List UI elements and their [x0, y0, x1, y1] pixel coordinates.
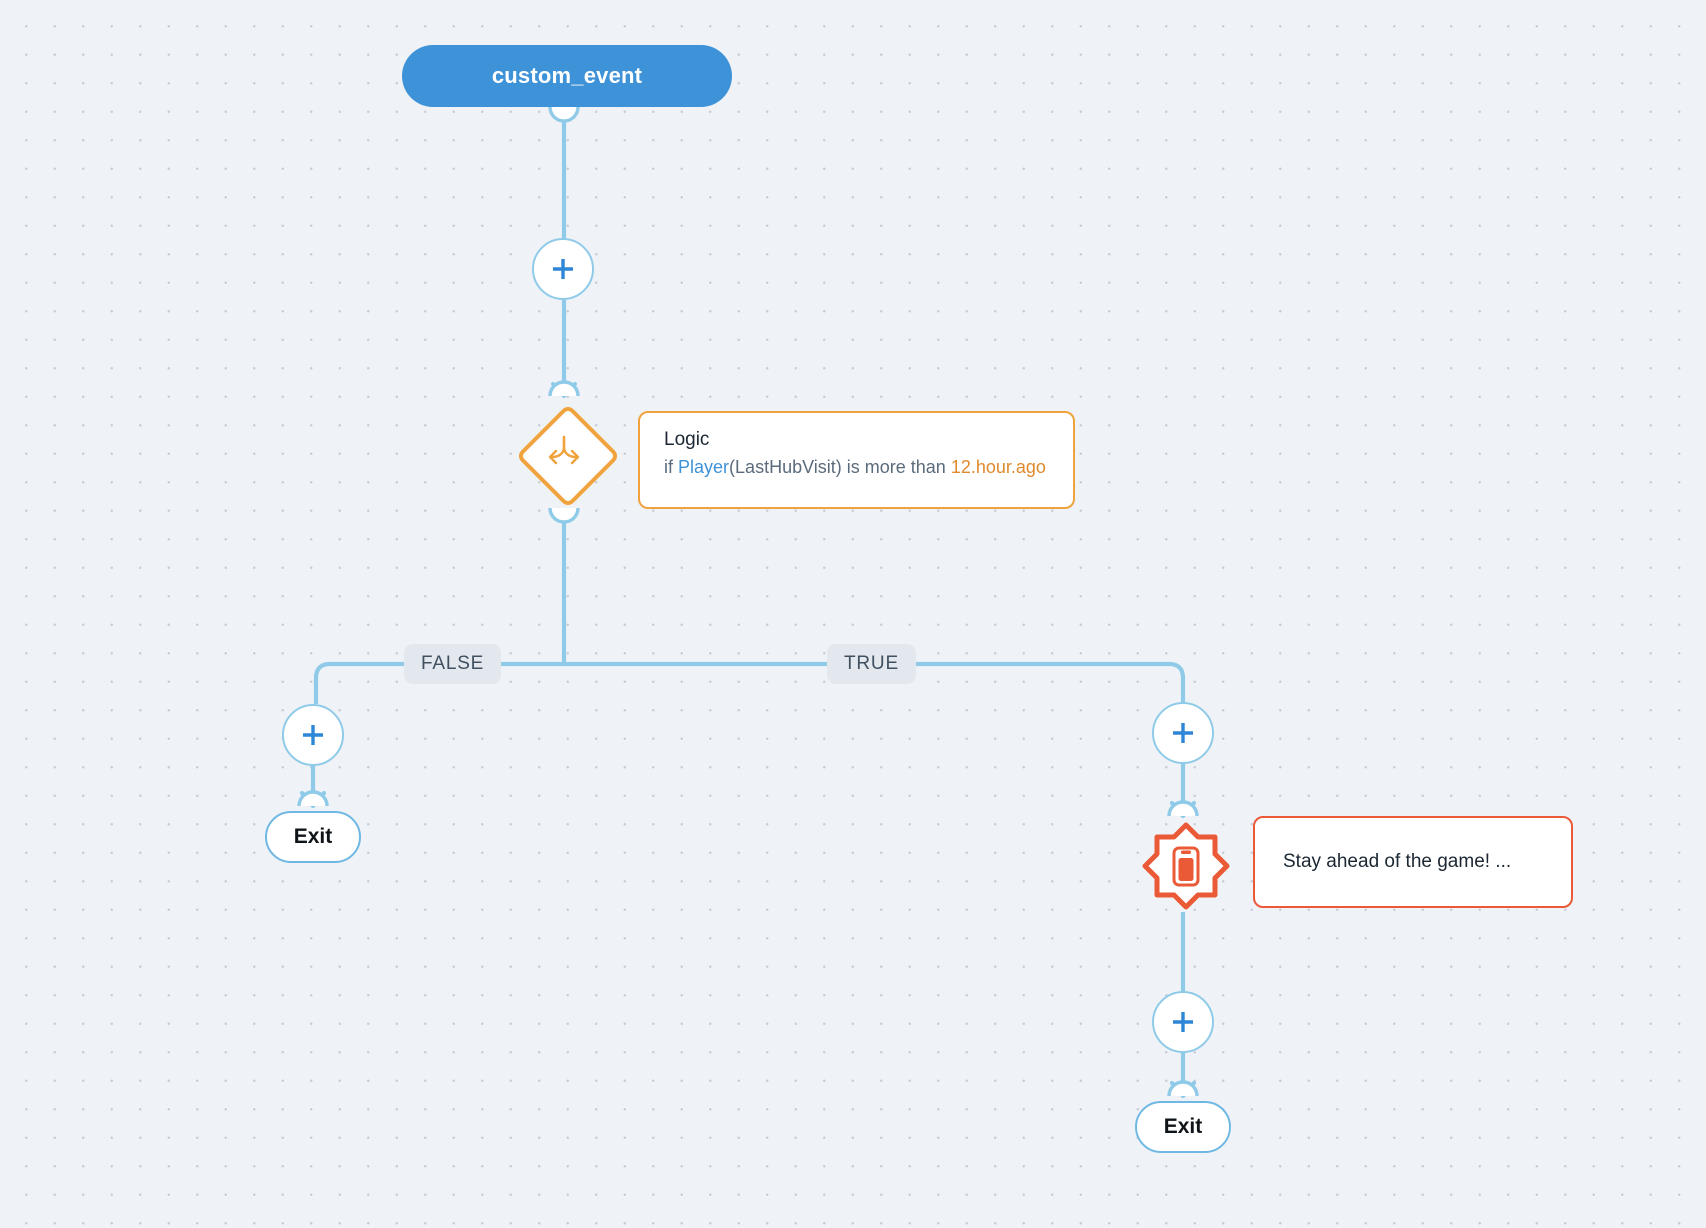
arrowhead-logic	[550, 381, 578, 399]
port-logic-out	[548, 507, 580, 524]
trigger-label: custom_event	[491, 63, 643, 88]
logic-detail-card[interactable]: Logic if Player(LastHubVisit) is more th…	[638, 411, 1075, 509]
port-exit-true-in	[1167, 1080, 1199, 1097]
logic-node[interactable]	[515, 403, 621, 509]
add-step-after-trigger[interactable]	[532, 238, 594, 300]
starburst-shape	[1142, 822, 1230, 910]
arrowhead-exit-false	[299, 790, 327, 809]
add-step-true-branch[interactable]	[1152, 702, 1214, 764]
branch-split-icon	[518, 406, 610, 498]
exit-label: Exit	[1163, 1115, 1203, 1138]
exit-false-branch[interactable]: Exit	[265, 811, 361, 863]
mobile-push-icon	[1172, 846, 1200, 887]
branch-label-false: FALSE	[404, 644, 502, 684]
push-card-text: Stay ahead of the game! ...	[1283, 851, 1512, 872]
port-exit-false-in	[297, 790, 329, 807]
expr-entity: Player	[678, 457, 730, 477]
logic-card-expression: if Player(LastHubVisit) is more than 12.…	[664, 457, 1051, 478]
expr-prefix: if	[664, 457, 679, 477]
plus-icon	[303, 725, 323, 745]
port-push-in	[1167, 800, 1199, 817]
arrowhead-push	[1169, 800, 1197, 819]
plus-icon	[1173, 723, 1193, 743]
trigger-node-custom-event[interactable]: custom_event	[402, 45, 732, 107]
add-step-false-branch[interactable]	[282, 704, 344, 766]
push-detail-card[interactable]: Stay ahead of the game! ...	[1253, 816, 1573, 908]
push-notification-node[interactable]	[1140, 820, 1232, 912]
add-step-after-push[interactable]	[1152, 991, 1214, 1053]
exit-true-branch[interactable]: Exit	[1135, 1101, 1231, 1153]
plus-icon	[553, 259, 573, 279]
arrowhead-exit-true	[1169, 1080, 1197, 1099]
port-logic-in	[548, 380, 580, 397]
exit-label: Exit	[293, 825, 333, 848]
port-trigger-out	[548, 106, 580, 123]
branch-label-true: TRUE	[827, 644, 916, 684]
branch-label-true-text: TRUE	[844, 653, 899, 674]
branch-label-false-text: FALSE	[421, 653, 485, 674]
plus-icon	[1173, 1012, 1193, 1032]
expr-value: 12.hour.ago	[950, 457, 1046, 477]
expr-operator: is more than	[841, 457, 951, 477]
expr-attribute: (LastHubVisit)	[729, 457, 842, 477]
logic-card-title: Logic	[664, 429, 710, 450]
